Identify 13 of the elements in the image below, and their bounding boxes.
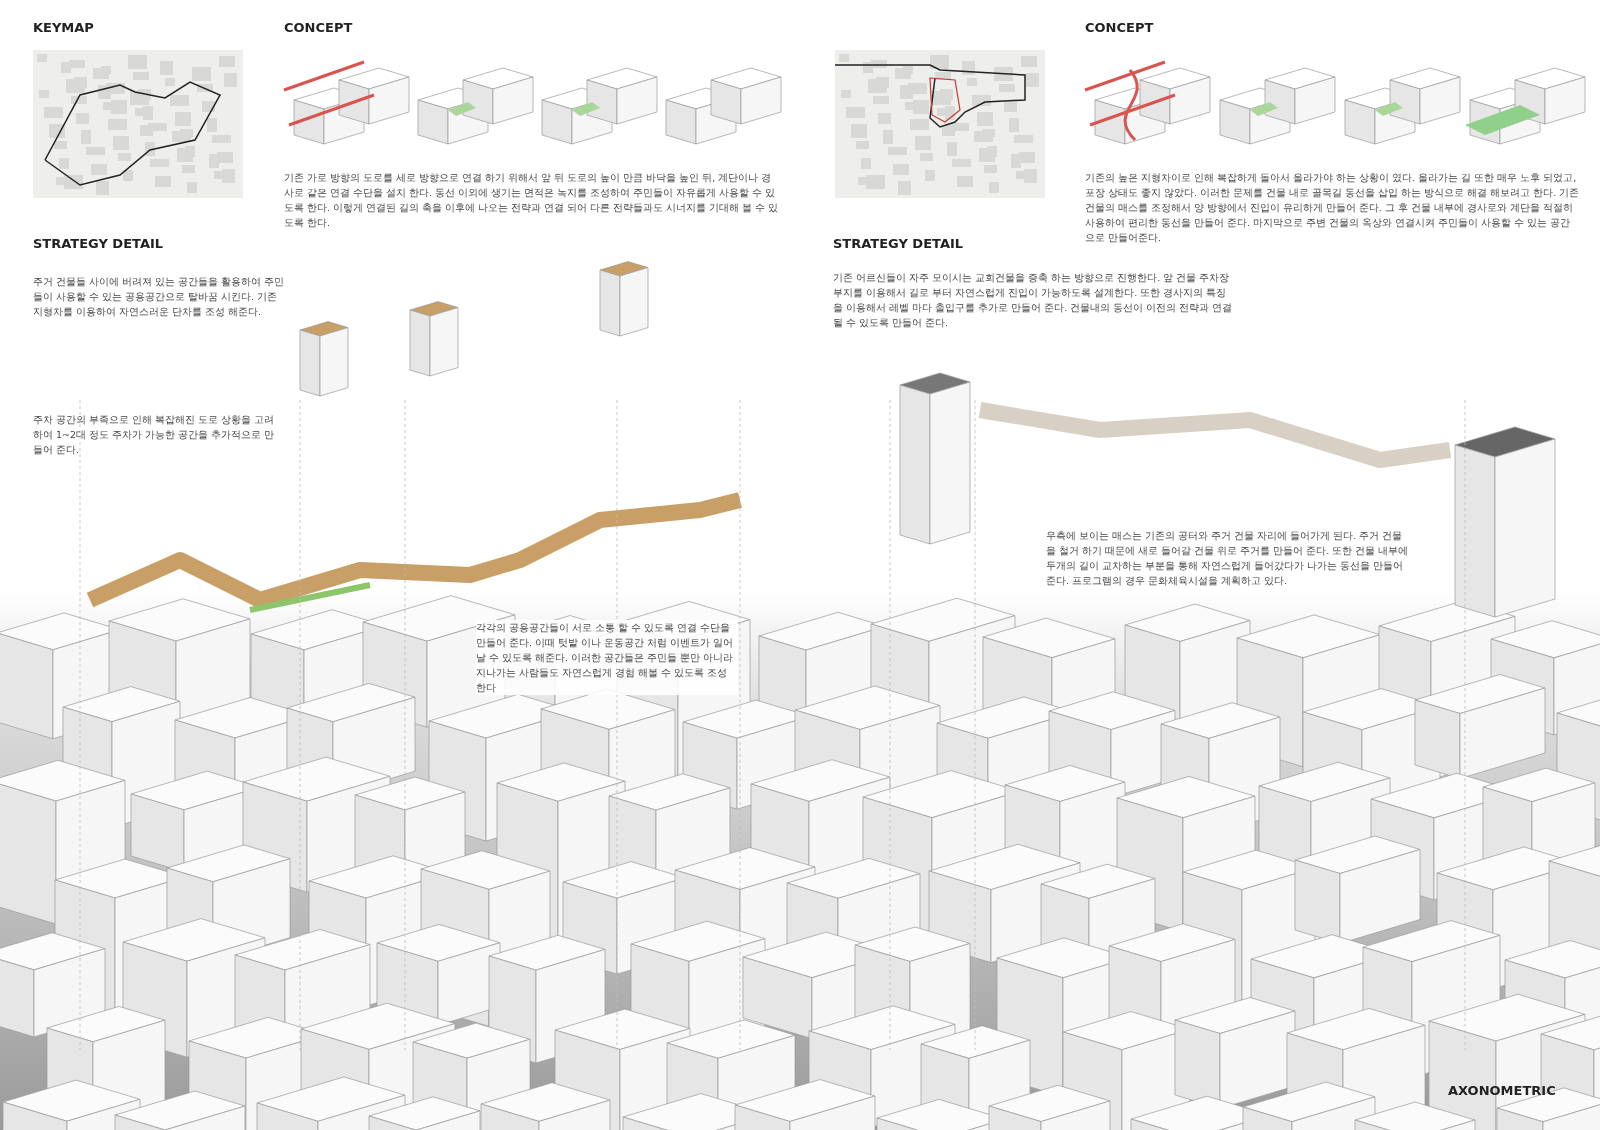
description-text: 각각의 공용공간들이 서로 소통 할 수 있도록 연결 수단을 만들어 준다. 이때 텃밭 이나 운동공간 처럼 이벤트가 일어 날 수 있도록 해준다. 이러한 공간들은 주민들 뿐만 아니라 지나가는 사람들도 자연스럽게 경험 해볼 수 있도록 조성 한다: [476, 620, 738, 695]
section-heading: AXONOMETRIC: [1448, 1083, 1557, 1099]
description-text: 기존 가로 방향의 도로를 세로 방향으로 연결 하기 위해서 앞 뒤 도로의 높이 만큼 바닥을 높인 뒤, 계단이나 경사로 같은 연결 수단을 설치 한다. 동선 이외에 생기는 면적은 녹지를 조성하여 주민들이 자유롭게 사용할 수 있도록 한다. 이렇게 연결된 길의 축을 이후에 나오는 전략과 연결 되어 다른 전략들과도 시너지를 기대해 볼 수 있도록 한다.: [284, 171, 779, 230]
section-heading: STRATEGY DETAIL: [833, 236, 965, 252]
description-text: 우측에 보이는 매스는 기존의 공터와 주거 건물 자리에 들어가게 된다. 주거 건물을 철거 하기 때문에 새로 들어갈 건물 위로 주거를 만들어 준다. 또한 건물 내부에 두개의 길이 교차하는 부분을 통해 자연스럽게 들어갔다가 나가는 동선을 만들어 준다. 프로그램의 경우 문화체육시설을 계획하고 있다.: [1046, 529, 1410, 588]
description-text: 주거 건물들 사이에 버려져 있는 공간들을 활용하여 주민들이 사용할 수 있는 공용공간으로 탈바꿈 시킨다. 기존 지형차를 이용하여 자연스러운 단차를 조성 해준다.: [33, 275, 286, 319]
section-heading: CONCEPT: [284, 20, 354, 36]
section-heading: STRATEGY DETAIL: [33, 236, 165, 252]
section-heading: KEYMAP: [33, 20, 95, 36]
section-heading: CONCEPT: [1085, 20, 1155, 36]
description-text: 주차 공간의 부족으로 인해 복잡해진 도로 상황을 고려 하여 1~2대 정도 주차가 가능한 공간을 추가적으로 만들어 준다.: [33, 413, 276, 457]
description-text: 기존 어르신들이 자주 모이시는 교회건물을 증축 하는 방향으로 진행한다. 앞 건물 주차장 부지를 이용해서 길로 부터 자연스럽게 진입이 가능하도록 설계한다. 또한 경사지의 특징을 이용해서 레벨 마다 출입구를 추가로 만들어 준다. 건물내의 동선이 이전의 전략과 연결 될 수 있도록 만들어 준다.: [833, 271, 1233, 330]
description-text: 기존의 높은 지형차이로 인해 복잡하게 돌아서 올라가야 하는 상황이 였다. 올라가는 길 또한 매우 노후 되었고, 포장 상태도 좋지 않았다. 이러한 문제를 건물 내로 골목길 동선을 삽입 하는 방식으로 해결 해보려고 한다. 기존 건물의 매스를 조정해서 양 방향에서 진입이 유리하게 만들어 준다. 그 후 건물 내부에 경사로와 계단을 적절히 사용하여 편리한 동선을 만들어 준다. 마지막으로 주변 건물의 옥상와 연결시켜 주민들이 사용할 수 있는 공간으로 만들어준다.: [1085, 171, 1580, 245]
